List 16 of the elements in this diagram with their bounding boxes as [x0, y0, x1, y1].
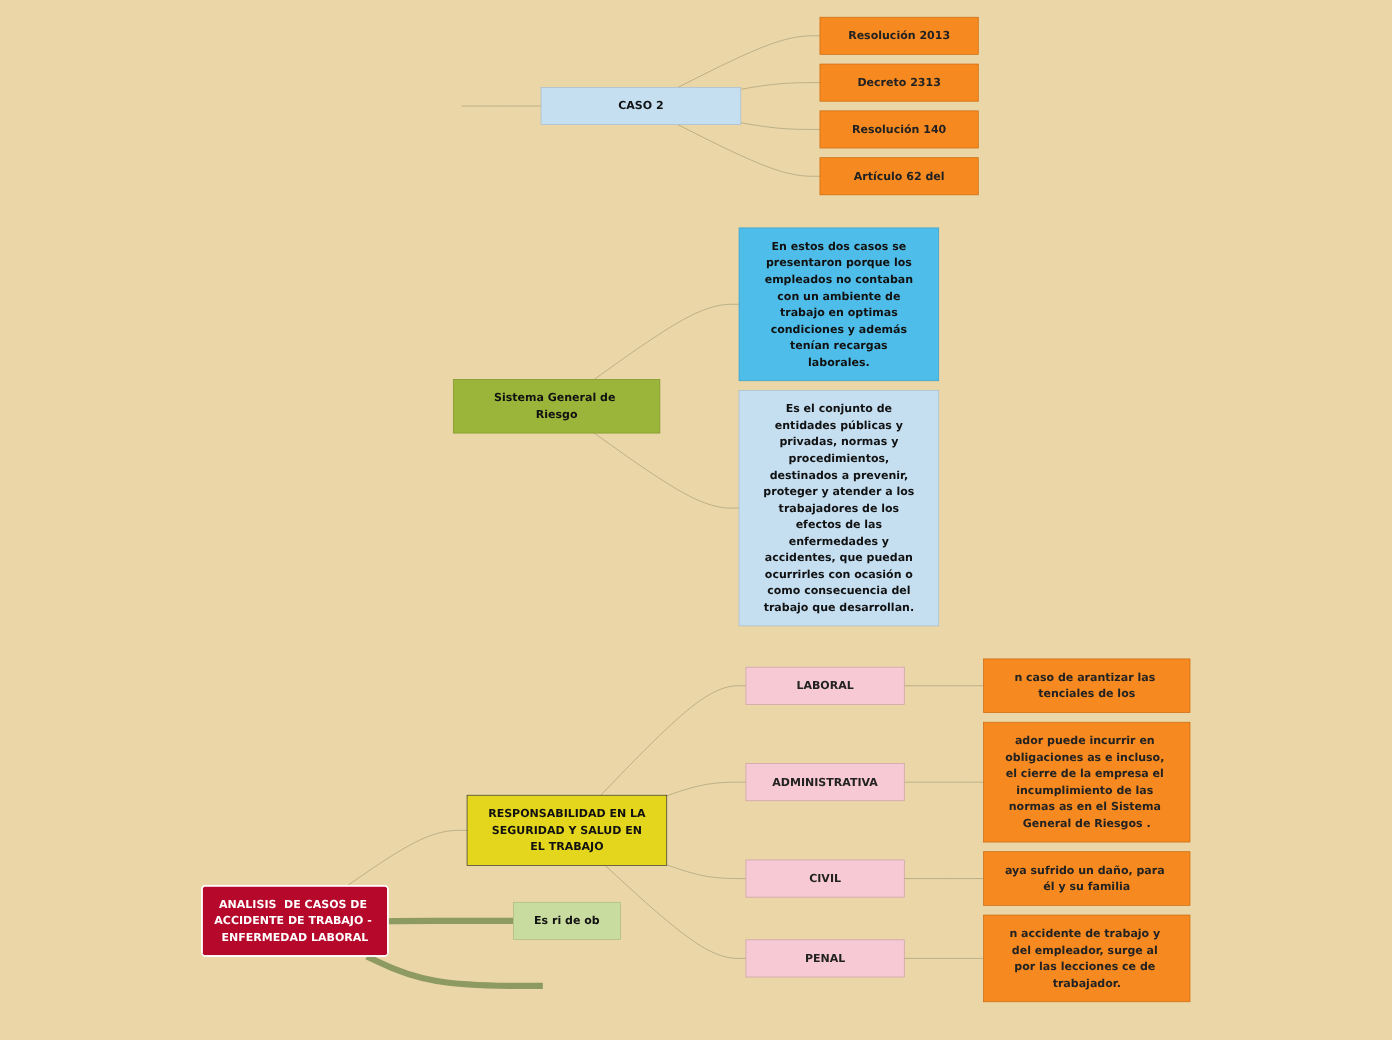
connector [388, 917, 514, 925]
connector [903, 878, 984, 879]
connector [903, 685, 984, 687]
connector [346, 830, 468, 887]
connector [593, 303, 740, 380]
connector [740, 82, 821, 90]
connector [365, 953, 543, 990]
connector [677, 124, 821, 177]
connector [677, 35, 821, 88]
connector [593, 432, 740, 509]
connector [604, 865, 747, 959]
connector [666, 781, 747, 797]
connector [740, 122, 821, 130]
connector [600, 685, 747, 796]
connector [903, 958, 984, 959]
connector [666, 864, 747, 879]
